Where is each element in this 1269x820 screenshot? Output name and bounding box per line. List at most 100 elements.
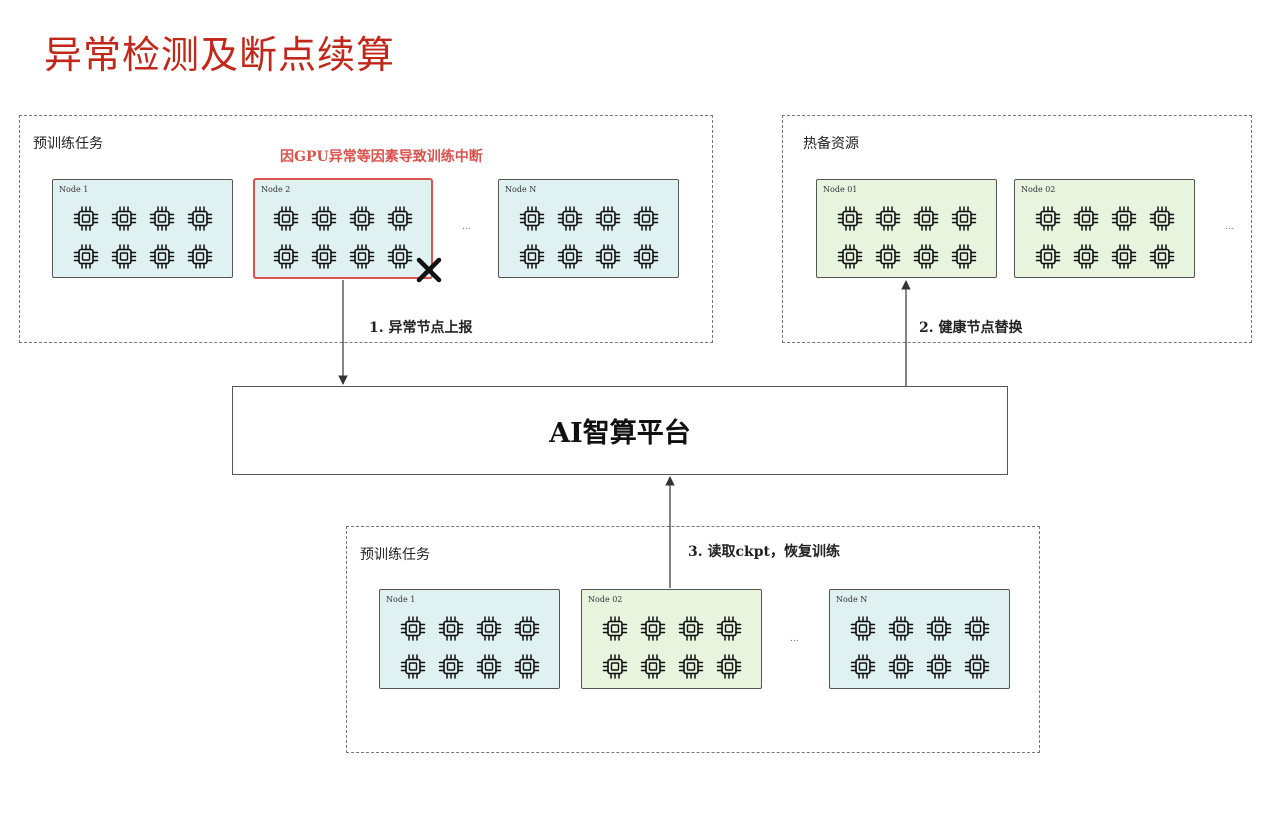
gpu-chip-icon — [602, 653, 628, 680]
gpu-chip-icon — [73, 205, 99, 232]
gpu-chip-grid — [255, 205, 431, 270]
gpu-chip-grid — [830, 615, 1009, 680]
replace-label: 2. 健康节点替换 — [919, 320, 1023, 336]
gpu-chip-grid — [499, 205, 678, 270]
gpu-chip-icon — [400, 615, 426, 642]
platform-box: AI智算平台 — [232, 386, 1008, 475]
x-mark-icon — [416, 257, 442, 283]
gpu-chip-icon — [837, 243, 863, 270]
page-title: 异常检测及断点续算 — [44, 33, 396, 77]
node-card: Node 1 — [379, 589, 560, 689]
gpu-chip-icon — [187, 205, 213, 232]
node-card: Node 1 — [52, 179, 233, 278]
gpu-chip-icon — [1073, 205, 1099, 232]
gpu-chip-icon — [387, 243, 413, 270]
gpu-chip-icon — [438, 615, 464, 642]
node-label: Node 2 — [261, 185, 291, 194]
gpu-chip-icon — [913, 243, 939, 270]
standby-group: 热备资源 — [782, 115, 1252, 343]
gpu-chip-icon — [716, 615, 742, 642]
gpu-chip-grid — [582, 615, 761, 680]
gpu-chip-icon — [187, 243, 213, 270]
gpu-chip-grid — [817, 205, 996, 270]
group-label: 热备资源 — [803, 136, 859, 152]
node-label: Node N — [505, 185, 537, 194]
gpu-chip-icon — [633, 243, 659, 270]
gpu-chip-icon — [1073, 243, 1099, 270]
gpu-chip-icon — [926, 653, 952, 680]
report-label: 1. 异常节点上报 — [369, 320, 473, 336]
node-card: Node N — [829, 589, 1010, 689]
node-label: Node 01 — [823, 185, 858, 194]
gpu-chip-icon — [850, 615, 876, 642]
node-card: Node 01 — [816, 179, 997, 278]
gpu-chip-icon — [875, 205, 901, 232]
node-label: Node N — [836, 595, 868, 604]
gpu-chip-icon — [519, 205, 545, 232]
resume-label: 3. 读取ckpt，恢复训练 — [688, 544, 840, 560]
gpu-chip-icon — [73, 243, 99, 270]
gpu-chip-icon — [875, 243, 901, 270]
gpu-chip-icon — [519, 243, 545, 270]
gpu-chip-icon — [311, 243, 337, 270]
gpu-chip-icon — [716, 653, 742, 680]
gpu-chip-icon — [1111, 205, 1137, 232]
gpu-chip-grid — [1015, 205, 1194, 270]
gpu-chip-icon — [149, 243, 175, 270]
gpu-chip-icon — [349, 205, 375, 232]
node-label: Node 02 — [588, 595, 623, 604]
pretrain-group-bottom: 预训练任务 — [346, 526, 1040, 753]
gpu-chip-icon — [640, 615, 666, 642]
node-label: Node 02 — [1021, 185, 1056, 194]
gpu-chip-icon — [678, 615, 704, 642]
gpu-chip-icon — [595, 205, 621, 232]
gpu-chip-icon — [400, 653, 426, 680]
gpu-chip-icon — [514, 615, 540, 642]
gpu-chip-icon — [888, 615, 914, 642]
node-card: Node N — [498, 179, 679, 278]
gpu-chip-icon — [111, 205, 137, 232]
gpu-chip-icon — [387, 205, 413, 232]
ellipsis: ... — [790, 634, 799, 644]
gpu-chip-icon — [951, 205, 977, 232]
gpu-chip-icon — [1149, 205, 1175, 232]
gpu-chip-icon — [476, 653, 502, 680]
gpu-chip-icon — [273, 205, 299, 232]
gpu-chip-icon — [111, 243, 137, 270]
gpu-chip-icon — [273, 243, 299, 270]
gpu-chip-icon — [557, 205, 583, 232]
gpu-chip-icon — [557, 243, 583, 270]
gpu-chip-icon — [633, 205, 659, 232]
gpu-chip-icon — [438, 653, 464, 680]
gpu-chip-icon — [595, 243, 621, 270]
gpu-chip-icon — [837, 205, 863, 232]
gpu-chip-icon — [926, 615, 952, 642]
failed-node-card: Node 2 — [253, 178, 433, 279]
node-label: Node 1 — [386, 595, 416, 604]
gpu-chip-icon — [640, 653, 666, 680]
gpu-chip-icon — [514, 653, 540, 680]
ellipsis: ... — [462, 222, 471, 232]
gpu-chip-icon — [888, 653, 914, 680]
gpu-chip-icon — [964, 615, 990, 642]
gpu-chip-icon — [1111, 243, 1137, 270]
gpu-chip-icon — [149, 205, 175, 232]
group-label: 预训练任务 — [33, 136, 103, 152]
node-card: Node 02 — [1014, 179, 1195, 278]
gpu-chip-icon — [951, 243, 977, 270]
gpu-chip-grid — [53, 205, 232, 270]
gpu-chip-icon — [964, 653, 990, 680]
ellipsis: ... — [1225, 222, 1234, 232]
error-note: 因GPU异常等因素导致训练中断 — [280, 149, 483, 165]
gpu-chip-icon — [1035, 205, 1061, 232]
gpu-chip-icon — [1149, 243, 1175, 270]
pretrain-group-top: 预训练任务 — [19, 115, 713, 343]
node-card: Node 02 — [581, 589, 762, 689]
gpu-chip-icon — [1035, 243, 1061, 270]
gpu-chip-icon — [913, 205, 939, 232]
gpu-chip-icon — [476, 615, 502, 642]
gpu-chip-icon — [850, 653, 876, 680]
gpu-chip-icon — [349, 243, 375, 270]
gpu-chip-icon — [602, 615, 628, 642]
